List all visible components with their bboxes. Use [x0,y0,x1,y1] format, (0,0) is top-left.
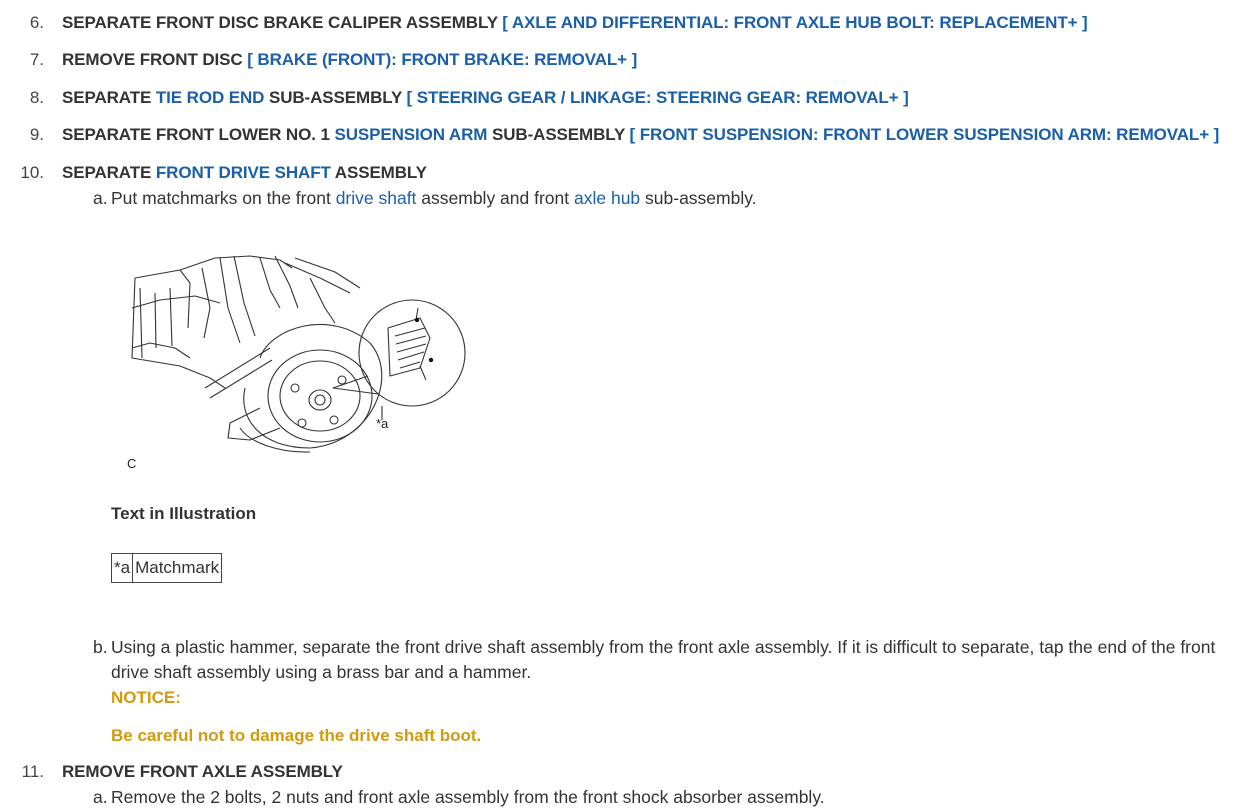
substep-label: a. [93,188,108,208]
step-text: ASSEMBLY [330,163,427,182]
substep-10a: a. Put matchmarks on the front drive sha… [93,186,1223,211]
table-row: *a Matchmark [110,553,223,583]
notice-text: Be careful not to damage the drive shaft… [111,726,482,745]
step-heading: REMOVE FRONT AXLE ASSEMBLY [62,760,343,784]
step-7: 7. REMOVE FRONT DISC [ BRAKE (FRONT): FR… [0,48,1240,72]
step-number: 8. [29,88,44,107]
step-text: SEPARATE [62,88,156,107]
tie-rod-end-link[interactable]: TIE ROD END [155,88,265,107]
step-text: SEPARATE FRONT LOWER NO. 1 [62,125,335,144]
substep-text: Put matchmarks on the front drive shaft … [111,186,1221,211]
step-heading: REMOVE FRONT DISC [ BRAKE (FRONT): FRONT… [62,48,637,72]
step-text: SUB-ASSEMBLY [264,88,407,107]
step-11: 11. REMOVE FRONT AXLE ASSEMBLY [0,760,1240,784]
step-heading: SEPARATE TIE ROD END SUB-ASSEMBLY [ STEE… [62,86,909,110]
substep-label: b. [93,637,108,657]
step-text: SEPARATE [62,163,156,182]
substep-10b: b. Using a plastic hammer, separate the … [93,635,1223,745]
substep-11a: a. Remove the 2 bolts, 2 nuts and front … [93,785,1223,810]
notice-label: NOTICE: [111,688,181,707]
step-number: 10. [20,163,44,182]
step-heading: SEPARATE FRONT DRIVE SHAFT ASSEMBLY [62,161,427,185]
substep-text: Using a plastic hammer, separate the fro… [111,637,1216,682]
step-text: SUB-ASSEMBLY [487,125,630,144]
text-in-illustration-title: Text in Illustration [111,504,257,523]
step-6: 6. SEPARATE FRONT DISC BRAKE CALIPER ASS… [0,11,1240,35]
step-text: SEPARATE FRONT DISC BRAKE CALIPER ASSEMB… [62,13,503,32]
drive-shaft-link[interactable]: drive shaft [335,188,417,208]
step-number: 6. [29,13,44,32]
step-heading: SEPARATE FRONT DISC BRAKE CALIPER ASSEMB… [62,11,1088,35]
step-9: 9. SEPARATE FRONT LOWER NO. 1 SUSPENSION… [0,123,1240,147]
substep-text: Remove the 2 bolts, 2 nuts and front axl… [111,787,825,807]
legend-key: *a [110,553,134,583]
step-10: 10. SEPARATE FRONT DRIVE SHAFT ASSEMBLY [0,161,1240,185]
front-drive-shaft-link[interactable]: FRONT DRIVE SHAFT [155,163,331,182]
step-heading: SEPARATE FRONT LOWER NO. 1 SUSPENSION AR… [62,123,1219,147]
step-8: 8. SEPARATE TIE ROD END SUB-ASSEMBLY [ S… [0,86,1240,110]
legend-value: Matchmark [132,553,223,583]
axle-illustration: *a C [120,248,480,471]
step-number: 7. [29,50,44,69]
reference-link[interactable]: [ AXLE AND DIFFERENTIAL: FRONT AXLE HUB … [502,13,1088,32]
axle-hub-drawing [131,255,466,453]
axle-hub-link[interactable]: axle hub [574,188,641,208]
text-run: Put matchmarks on the front [111,188,336,208]
step-text: REMOVE FRONT DISC [62,50,248,69]
suspension-arm-link[interactable]: SUSPENSION ARM [334,125,488,144]
step-number: 9. [29,125,44,144]
step-number: 11. [21,762,44,781]
step-text: REMOVE FRONT AXLE ASSEMBLY [62,762,343,781]
illustration-legend-table: *a Matchmark [110,553,223,583]
reference-link[interactable]: [ BRAKE (FRONT): FRONT BRAKE: REMOVAL+ ] [247,50,638,69]
figure-code: C [127,456,137,471]
reference-link[interactable]: [ FRONT SUSPENSION: FRONT LOWER SUSPENSI… [629,125,1220,144]
text-run: sub-assembly. [640,188,757,208]
text-run: assembly and front [416,188,574,208]
callout-label: *a [376,416,389,431]
substep-label: a. [93,787,108,807]
reference-link[interactable]: [ STEERING GEAR / LINKAGE: STEERING GEAR… [406,88,909,107]
